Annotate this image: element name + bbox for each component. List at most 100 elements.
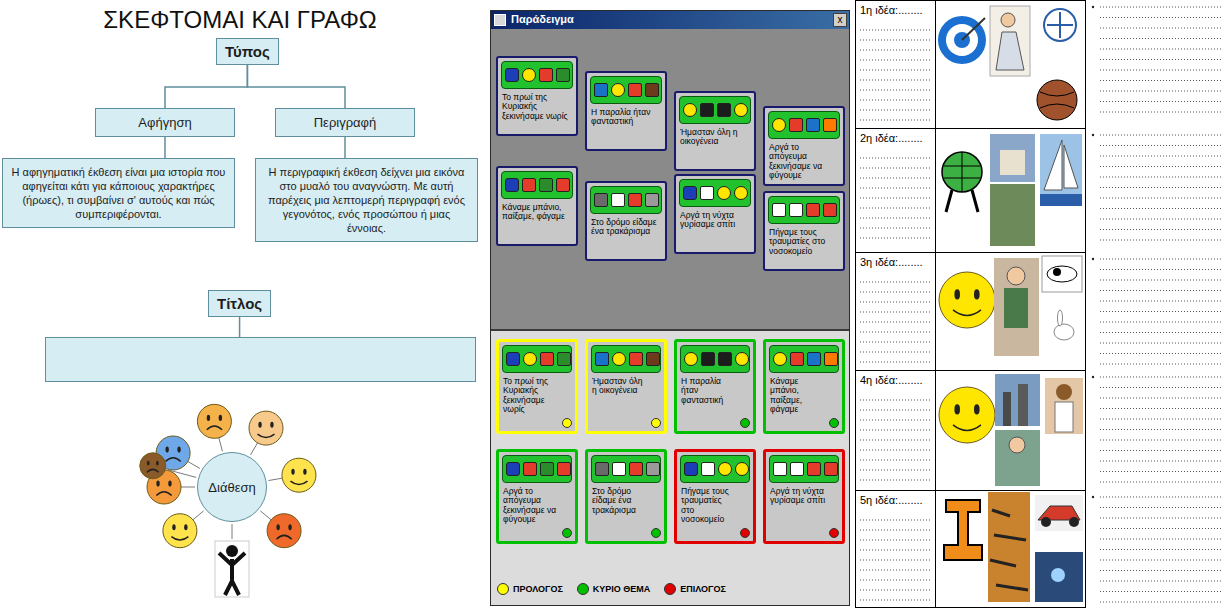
globe-picture [942,152,982,192]
order-dot [562,418,572,428]
card-text-area: Αργά τη νύχτα γυρίσαμε σπίτι [770,487,826,538]
emoji-mouth [171,537,188,540]
writing-line [860,322,930,323]
writing-line [860,470,930,471]
card-icon [772,118,786,132]
card-icon [823,203,837,217]
node-text: 3η ιδέα:........ [860,256,931,268]
ball-picture [1037,80,1077,120]
writing-line [1100,461,1223,462]
emoji-mouth [953,425,981,431]
writing-line [1100,240,1223,241]
card-text-area: Στο δρόμο είδαμε ένα τρακάρισμα [592,487,648,538]
writing-line [860,410,930,411]
legend: ΠΡΟΛΟΓΟΣΚΥΡΙΟ ΘΕΜΑΕΠΙΛΟΓΟΣ [497,583,726,595]
tiger-picture [988,492,1030,602]
writing-line [860,540,930,541]
card-icon [646,462,660,476]
writing-line [1100,343,1223,344]
card-text-area: Η παραλία ήταν φανταστική [591,108,661,146]
writing-line [1100,269,1223,270]
cow-picture [1053,268,1061,276]
ball-picture [1040,92,1074,108]
boat-picture [1040,134,1082,206]
person-picture [996,32,1024,70]
icon-strip [680,345,750,373]
writing-line [1100,166,1223,167]
boat-picture [1044,140,1078,190]
writing-line [860,158,930,159]
writing-line [1100,322,1223,323]
ordered-story-card: Κάναμε μπάνιο, παίξαμε, φάγαμε [763,339,845,434]
woman-picture [1056,384,1072,400]
story-card: Κάναμε μπάνιο, παίξαμε, φάγαμε [496,166,578,246]
category-box: Αφήγηση [95,108,235,137]
icon-strip [590,186,662,214]
card-text-area: Κάναμε μπάνιο, παίξαμε, φάγαμε [502,203,572,241]
card-icon [824,352,838,366]
emoji-mouth [953,310,981,316]
order-dot [829,528,839,538]
emoji-mouth [207,426,222,430]
writing-line [860,110,930,111]
card-icon [539,178,553,192]
legend-item: ΠΡΟΛΟΓΟΣ [497,583,563,595]
house-picture [1000,150,1025,175]
people-picture [994,258,1039,356]
bullet-dot [1092,6,1094,8]
emoji-mouth [147,469,159,472]
woman-picture [1055,402,1073,432]
table-column-line [935,0,936,608]
writing-line [1100,539,1223,540]
writing-line [860,80,930,81]
title-field [46,338,476,382]
writing-line [1100,198,1223,199]
icon-strip [679,96,751,124]
diagram-title: ΣΚΕΦΤΟΜΑΙ ΚΑΙ ΓΡΑΦΩ [0,6,480,34]
card-icon [735,462,749,476]
writing-line [860,40,930,41]
tiger-picture [990,510,1028,590]
card-icon [611,193,625,207]
writing-line [1100,450,1223,451]
bullet-dot [1092,496,1094,498]
card-text-area: Πήγαμε τους τραυματίες στο νοσοκομείο [681,487,737,538]
table-row-line [855,490,1086,491]
propeller-picture [1044,9,1076,41]
mood-spoke [169,470,196,477]
emoji-eye [303,469,306,475]
card-text: Η παραλία ήταν φανταστική [681,377,737,405]
emoji-face [249,411,283,445]
icon-strip [590,76,662,104]
writing-line [1100,112,1223,113]
card-text: Πήγαμε τους τραυματίες στο νοσοκομείο [681,487,737,524]
writing-line [1100,280,1223,281]
landscape-picture [990,184,1035,246]
emoji-mouth [276,535,291,539]
ordered-story-card: Πήγαμε τους τραυματίες στο νοσοκομείο [674,449,756,544]
writing-line [860,600,930,601]
card-icon [522,68,536,82]
writing-line [860,400,930,401]
card-text: Πήγαμε τους τραυματίες στο νοσοκομείο [769,228,839,256]
writing-line [860,60,930,61]
card-icon [629,352,643,366]
emoji-face [197,404,231,438]
writing-line [1100,429,1223,430]
mood-spoke [188,462,200,469]
card-icon [734,103,748,117]
writing-line [860,362,930,363]
icon-strip [591,345,661,373]
definition-box: Η περιγραφική έκθεση δείχνει μια εικόνα … [255,158,478,242]
writing-line [1100,570,1223,571]
person-picture [1001,13,1015,27]
legend-item: ΚΥΡΙΟ ΘΕΜΑ [577,583,651,595]
mood-spoke [251,443,258,455]
people-picture [1004,288,1028,328]
emoji-face [267,514,301,548]
title-box: Τίτλος [208,290,271,317]
writing-line [1100,59,1223,60]
card-text: Η παραλία ήταν φανταστική [591,108,661,127]
emoji-eye [291,469,294,475]
writing-line [1100,229,1223,230]
